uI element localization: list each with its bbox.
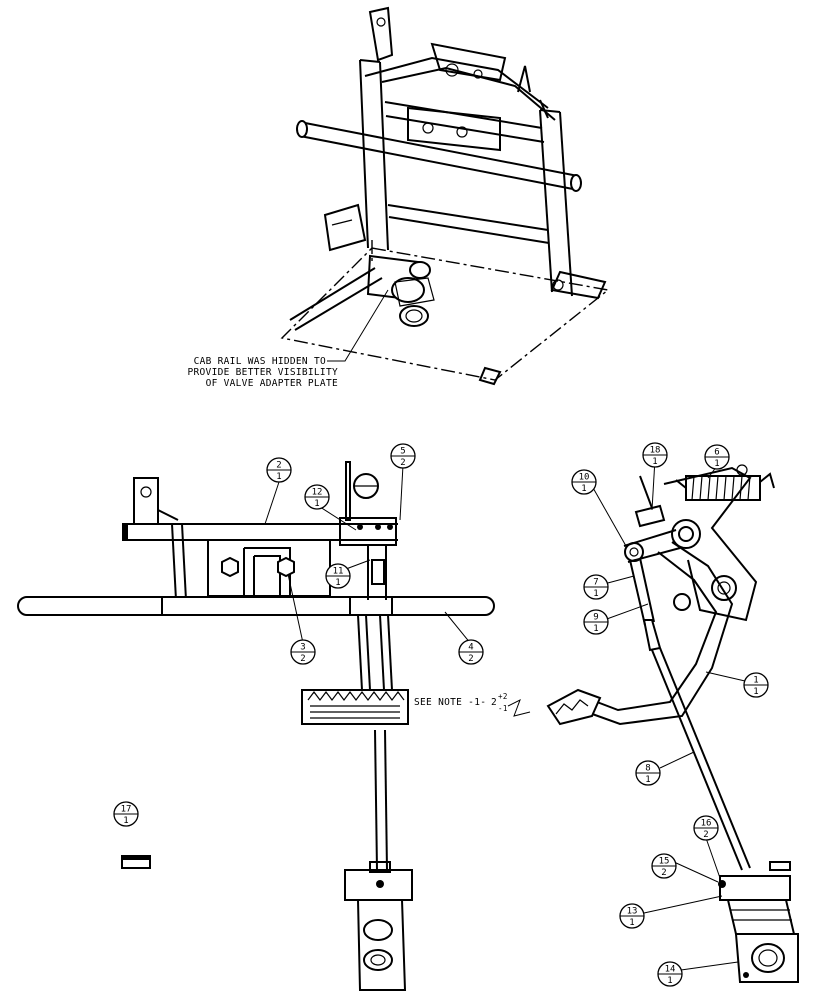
part-17-cap — [121, 855, 151, 869]
callout-4: 42 — [458, 639, 484, 665]
callout-10: 101 — [571, 469, 597, 495]
callout-quantity: 1 — [335, 578, 340, 588]
leader-lines — [264, 458, 746, 971]
callout-3: 32 — [290, 639, 316, 665]
callout-part-number: 6 — [714, 448, 719, 458]
cab-frame-assembly — [280, 6, 610, 386]
callout-16: 162 — [693, 815, 719, 841]
callout-1: 11 — [743, 672, 769, 698]
note-cab-rail: CAB RAIL WAS HIDDEN TO PROVIDE BETTER VI… — [188, 289, 389, 389]
callout-quantity: 1 — [593, 624, 598, 634]
callout-part-number: 16 — [701, 819, 712, 829]
callout-13: 131 — [619, 903, 645, 929]
callout-12: 121 — [304, 484, 330, 510]
callout-quantity: 1 — [581, 484, 586, 494]
callout-part-number: 8 — [645, 764, 650, 774]
callout-part-number: 11 — [333, 567, 344, 577]
callout-part-number: 12 — [312, 488, 323, 498]
callout-15: 152 — [651, 853, 677, 879]
callout-14: 141 — [657, 961, 683, 987]
callout-part-number: 18 — [650, 446, 661, 456]
note-side-base: 2 — [491, 697, 497, 708]
callout-7: 71 — [583, 574, 609, 600]
callout-part-number: 7 — [593, 578, 598, 588]
callout-17: 171 — [113, 801, 139, 827]
callout-quantity: 1 — [753, 687, 758, 697]
note-side-sub: -1 — [498, 704, 508, 713]
callout-part-number: 10 — [579, 473, 590, 483]
callout-quantity: 1 — [314, 499, 319, 509]
callout-part-number: 2 — [276, 461, 281, 471]
callout-quantity: 2 — [703, 830, 708, 840]
callout-part-number: 9 — [593, 613, 598, 623]
callout-quantity: 2 — [300, 654, 305, 664]
note-line-1: CAB RAIL WAS HIDDEN TO — [194, 356, 326, 367]
callout-2: 21 — [266, 457, 292, 483]
callout-part-number: 13 — [627, 907, 638, 917]
callout-quantity: 2 — [468, 654, 473, 664]
callout-quantity: 2 — [400, 458, 405, 468]
callout-part-number: 1 — [753, 676, 758, 686]
callout-part-number: 5 — [400, 447, 405, 457]
note-line-2: PROVIDE BETTER VISIBILITY — [188, 367, 339, 378]
callout-quantity: 1 — [645, 775, 650, 785]
pedal-side-view — [546, 464, 799, 983]
callout-quantity: 1 — [629, 918, 634, 928]
callout-6: 61 — [704, 444, 730, 470]
note-side-text: SEE NOTE -1- — [414, 697, 486, 708]
callout-5: 52 — [390, 443, 416, 469]
note-line-3: OF VALVE ADAPTER PLATE — [206, 378, 338, 389]
callout-quantity: 1 — [667, 976, 672, 986]
callout-quantity: 1 — [714, 459, 719, 469]
callout-quantity: 2 — [661, 868, 666, 878]
callout-quantity: 1 — [123, 816, 128, 826]
callout-balloons: 2112152111324217161181101719111811621521… — [113, 442, 769, 987]
callout-18: 181 — [642, 442, 668, 468]
callout-part-number: 14 — [665, 965, 676, 975]
callout-part-number: 3 — [300, 643, 305, 653]
callout-part-number: 15 — [659, 857, 670, 867]
note-see-note-1: SEE NOTE -1- 2 +2 -1 — [414, 692, 531, 717]
callout-9: 91 — [583, 609, 609, 635]
callout-11: 111 — [325, 563, 351, 589]
callout-part-number: 17 — [121, 805, 132, 815]
callout-part-number: 4 — [468, 643, 473, 653]
callout-8: 81 — [635, 760, 661, 786]
callout-quantity: 1 — [652, 457, 657, 467]
callout-quantity: 1 — [593, 589, 598, 599]
pedal-support-front-view — [17, 461, 495, 991]
callout-quantity: 1 — [276, 472, 281, 482]
note-side-sup: +2 — [498, 692, 508, 701]
